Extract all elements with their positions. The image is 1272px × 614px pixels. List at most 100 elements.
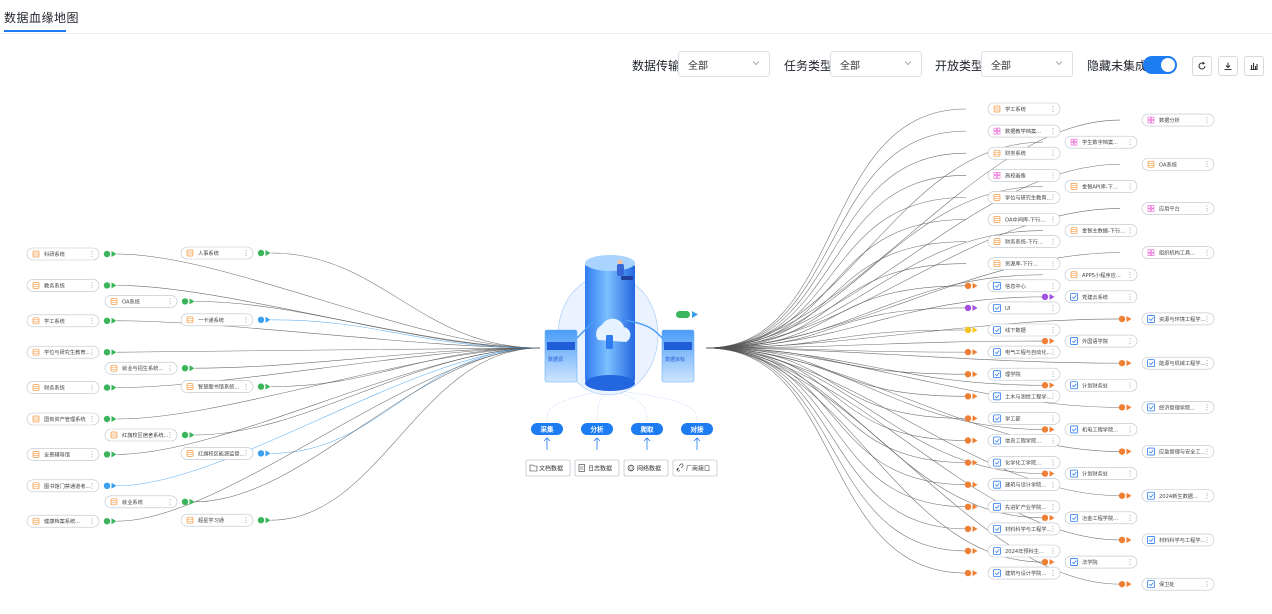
more-icon[interactable]	[1052, 238, 1054, 245]
left-node[interactable]: 就业系统	[104, 495, 178, 509]
more-icon[interactable]	[1129, 515, 1131, 521]
transfer-badge[interactable]	[1118, 448, 1132, 455]
right-node[interactable]: 先进矿产业学院...	[987, 500, 1061, 514]
more-icon[interactable]	[1129, 227, 1131, 234]
transfer-badge[interactable]	[1041, 337, 1055, 345]
refresh-button[interactable]	[1192, 56, 1212, 76]
left-node[interactable]: 学位与研究生教育...	[26, 345, 100, 359]
left-node[interactable]: 智慧图书馆系统...	[180, 380, 254, 393]
action-button-0[interactable]: 采集	[531, 423, 563, 450]
right-node[interactable]: 外国语学院	[1064, 334, 1138, 348]
right-node[interactable]: 应急管理与安全工...	[1141, 445, 1215, 458]
transfer-select[interactable]: 全部	[678, 51, 770, 77]
statistics-button[interactable]	[1244, 56, 1264, 76]
more-icon[interactable]	[1129, 559, 1131, 565]
more-icon[interactable]	[1206, 492, 1208, 499]
right-node[interactable]: 建筑与设计学院...	[987, 478, 1061, 492]
more-icon[interactable]	[1052, 371, 1054, 378]
more-icon[interactable]	[1129, 426, 1131, 433]
source-box-0[interactable]: 文档数据	[525, 459, 571, 477]
right-node[interactable]: 高校画像	[987, 169, 1061, 182]
transfer-badge[interactable]	[103, 451, 117, 458]
right-node[interactable]: 财务系统	[987, 146, 1061, 160]
right-node[interactable]: 信息工程学院...	[987, 434, 1061, 447]
transfer-badge[interactable]	[103, 317, 117, 324]
more-icon[interactable]	[1206, 448, 1208, 455]
right-node[interactable]: 理学院	[987, 367, 1061, 381]
right-node[interactable]: 保卫处	[1141, 577, 1215, 591]
transfer-badge[interactable]	[257, 249, 271, 257]
download-button[interactable]	[1218, 56, 1238, 76]
hide-unintegrated-toggle[interactable]	[1143, 56, 1177, 74]
more-icon[interactable]	[91, 416, 93, 422]
transfer-badge[interactable]	[1118, 359, 1132, 367]
transfer-badge[interactable]	[964, 481, 978, 488]
transfer-badge[interactable]	[257, 517, 271, 524]
more-icon[interactable]	[91, 317, 93, 324]
left-node[interactable]: 教务系统	[26, 279, 100, 292]
more-icon[interactable]	[91, 384, 93, 391]
more-icon[interactable]	[1052, 526, 1054, 532]
left-node[interactable]: 图书馆门禁通道考...	[26, 479, 100, 493]
right-node[interactable]: 学工部	[987, 412, 1061, 425]
more-icon[interactable]	[1052, 150, 1054, 157]
more-icon[interactable]	[1206, 316, 1208, 322]
transfer-badge[interactable]	[1041, 514, 1055, 522]
right-node[interactable]: 资源库-下行...	[987, 257, 1061, 271]
transfer-badge[interactable]	[964, 326, 978, 334]
right-node[interactable]: 冶金工程学院...	[1064, 511, 1138, 525]
right-node[interactable]: 材料科学与工程学...	[987, 522, 1061, 536]
right-node[interactable]: 金智API库-下...	[1064, 180, 1138, 193]
right-node[interactable]: 计划财务处	[1064, 467, 1138, 480]
left-node[interactable]: 科研系统	[26, 247, 100, 261]
more-icon[interactable]	[1206, 537, 1208, 543]
transfer-badge[interactable]	[964, 348, 978, 356]
more-icon[interactable]	[1206, 205, 1208, 212]
transfer-badge[interactable]	[964, 569, 978, 577]
more-icon[interactable]	[1206, 117, 1208, 123]
more-icon[interactable]	[91, 518, 93, 525]
transfer-badge[interactable]	[181, 365, 195, 372]
right-node[interactable]: 学位与研究生教育...	[987, 191, 1061, 204]
right-node[interactable]: 线下数据	[987, 323, 1061, 337]
more-icon[interactable]	[1052, 282, 1054, 289]
right-node[interactable]: 化学化工学院...	[987, 456, 1061, 469]
transfer-badge[interactable]	[1041, 382, 1055, 389]
transfer-badge[interactable]	[257, 383, 271, 390]
action-button-3[interactable]: 对接	[681, 423, 713, 450]
transfer-badge[interactable]	[103, 482, 117, 489]
more-icon[interactable]	[245, 316, 247, 323]
more-icon[interactable]	[1052, 305, 1054, 311]
right-node[interactable]: 2024新生数据...	[1141, 489, 1215, 503]
more-icon[interactable]	[1052, 106, 1054, 112]
more-icon[interactable]	[1052, 481, 1054, 488]
transfer-badge[interactable]	[1041, 470, 1055, 477]
transfer-badge[interactable]	[103, 282, 117, 289]
right-node[interactable]: 资源与环境工程学...	[1141, 312, 1215, 326]
transfer-badge[interactable]	[103, 250, 117, 258]
more-icon[interactable]	[1206, 404, 1208, 411]
right-node[interactable]: APP5小程序应...	[1064, 268, 1138, 282]
more-icon[interactable]	[91, 251, 93, 257]
transfer-badge[interactable]	[103, 415, 117, 423]
more-icon[interactable]	[1052, 459, 1054, 466]
more-icon[interactable]	[1052, 194, 1054, 201]
task-select[interactable]: 全部	[830, 51, 922, 77]
more-icon[interactable]	[1129, 382, 1131, 389]
more-icon[interactable]	[245, 250, 247, 256]
right-node[interactable]: 土木与测绘工程学...	[987, 389, 1061, 403]
more-icon[interactable]	[169, 432, 171, 438]
right-node[interactable]: 法学院	[1064, 555, 1138, 569]
more-icon[interactable]	[91, 282, 93, 289]
more-icon[interactable]	[1052, 349, 1054, 355]
more-icon[interactable]	[1052, 548, 1054, 554]
transfer-badge[interactable]	[1118, 492, 1132, 499]
transfer-badge[interactable]	[257, 316, 271, 323]
more-icon[interactable]	[1206, 360, 1208, 366]
more-icon[interactable]	[1052, 327, 1054, 333]
transfer-badge[interactable]	[964, 393, 978, 400]
left-node[interactable]: 学工系统	[26, 314, 100, 328]
right-node[interactable]: 信息中心	[987, 279, 1061, 293]
open-select[interactable]: 全部	[981, 51, 1073, 77]
left-node[interactable]: 人事系统	[180, 246, 254, 260]
